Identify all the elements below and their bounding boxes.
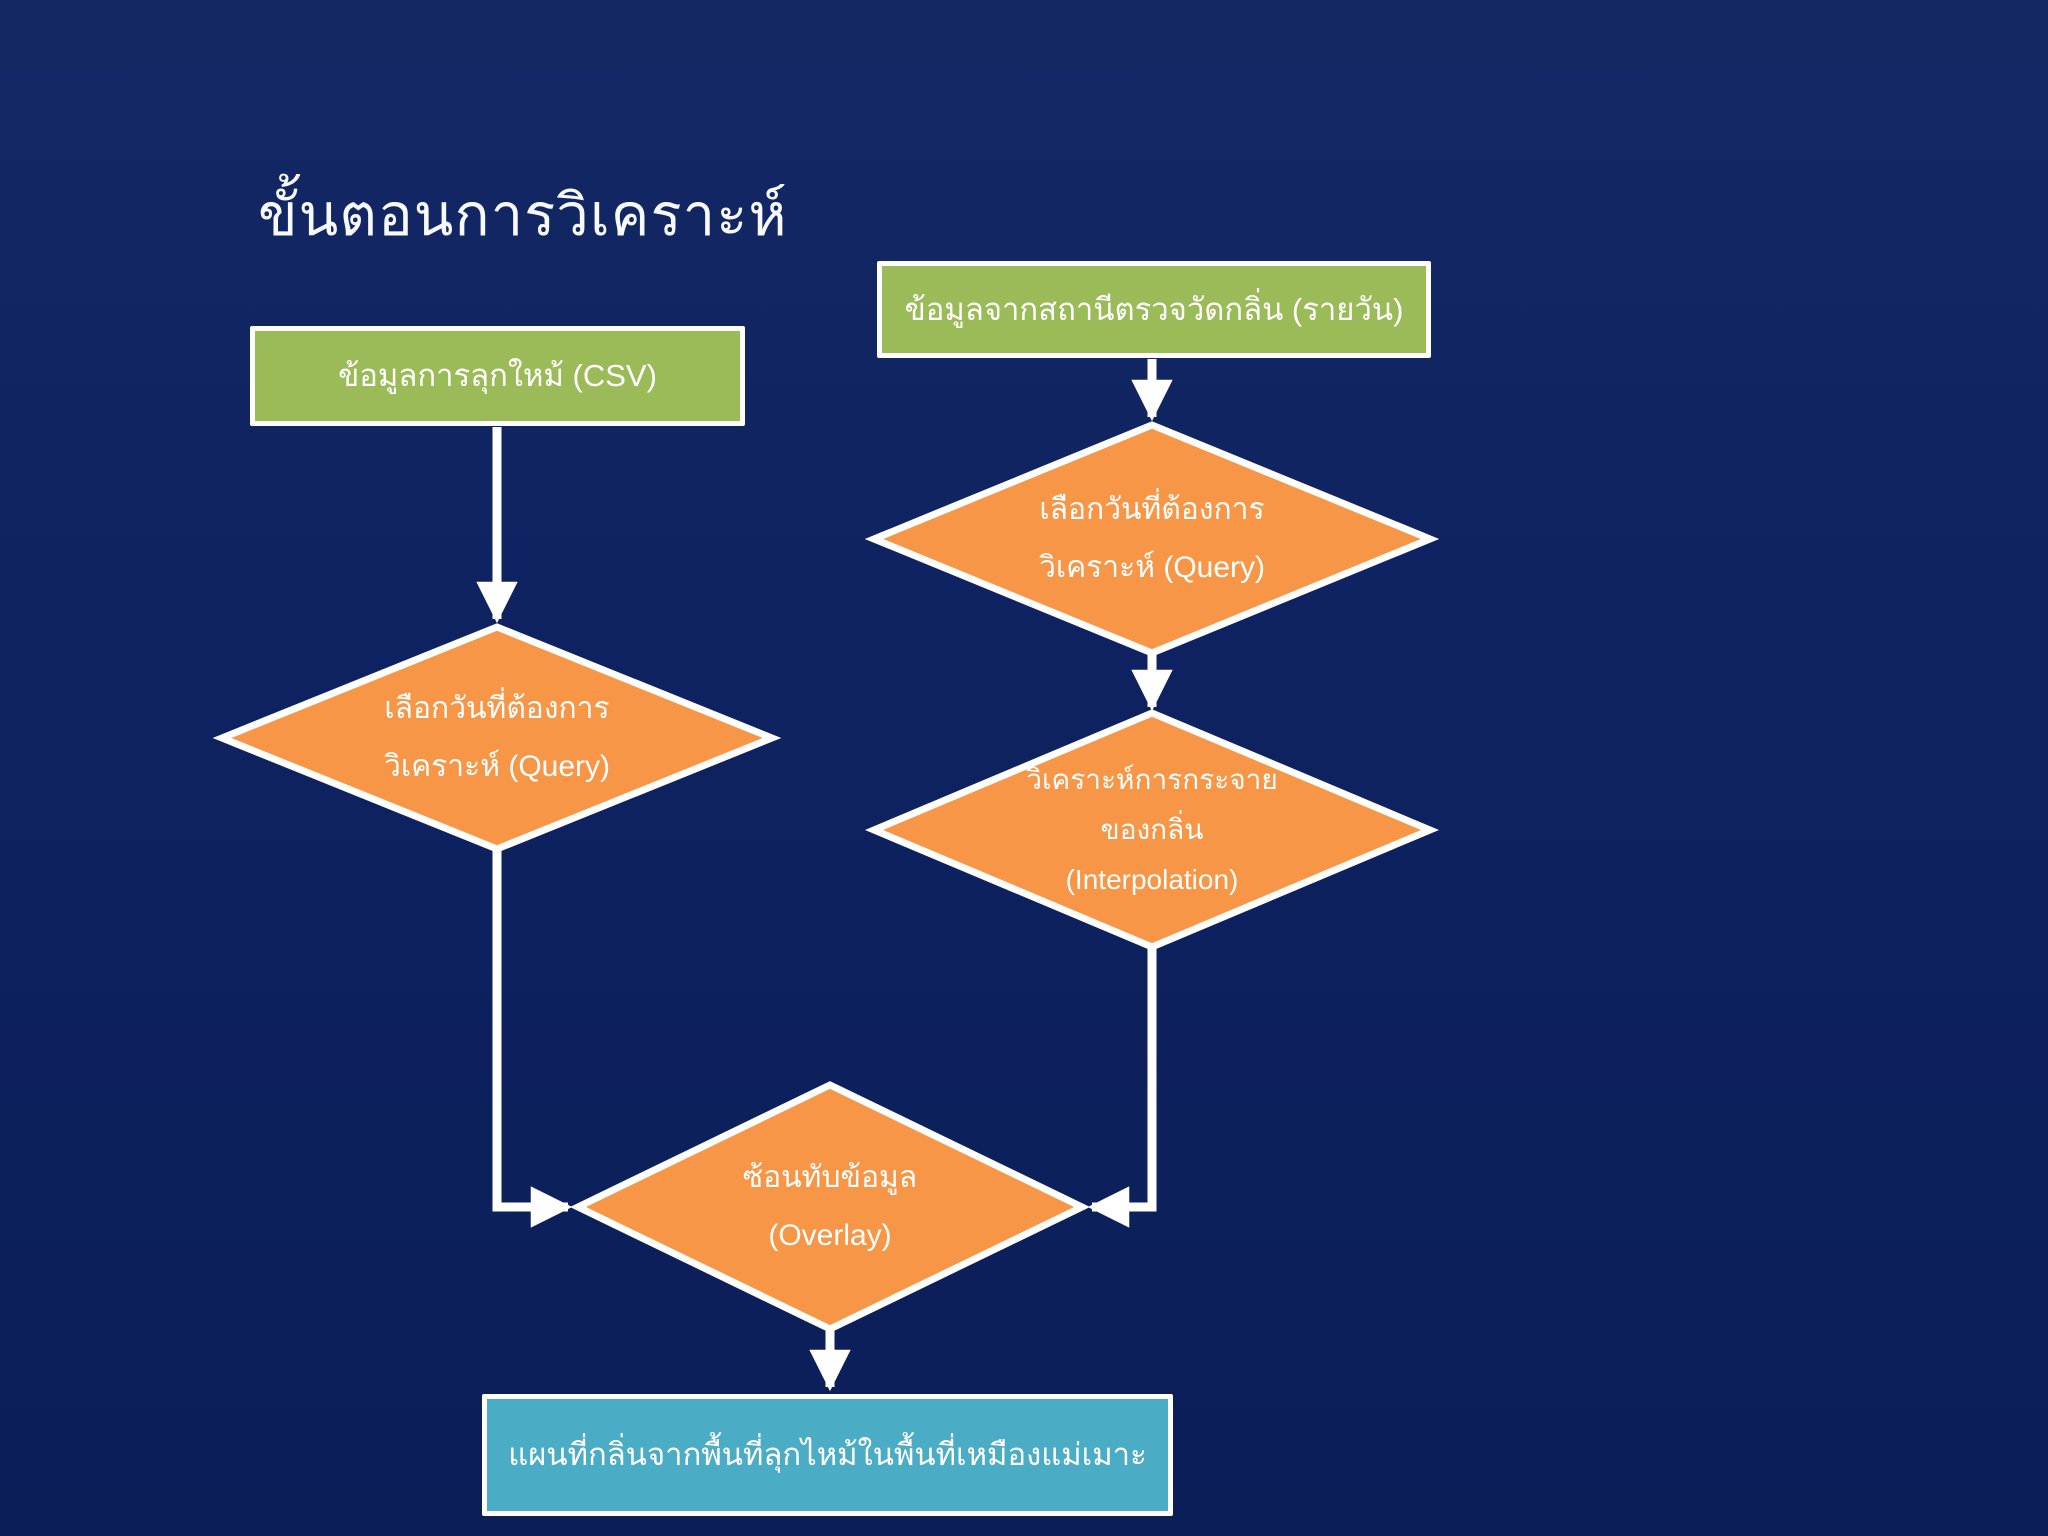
arrow-interpolation-to-overlay xyxy=(1087,947,1157,1228)
arrow-queryleft-to-overlay xyxy=(492,851,573,1228)
slide-title: ขั้นตอนการวิเคราะห์ xyxy=(258,183,788,248)
node-fire-data-label: ข้อมูลการลุกใหม้ (CSV) xyxy=(338,358,657,394)
node-station-data: ข้อมูลจากสถานีตรวจวัดกลิ่น (รายวัน) xyxy=(877,261,1431,358)
node-station-data-label: ข้อมูลจากสถานีตรวจวัดกลิ่น (รายวัน) xyxy=(904,291,1404,327)
diamond-query-left xyxy=(212,623,782,853)
diamond-overlay xyxy=(569,1081,1091,1333)
node-result-label: แผนที่กลิ่นจากพื้นที่ลุกไหม้ในพื้นที่เหม… xyxy=(508,1437,1147,1473)
node-result: แผนที่กลิ่นจากพื้นที่ลุกไหม้ในพื้นที่เหม… xyxy=(482,1394,1173,1516)
node-fire-data: ข้อมูลการลุกใหม้ (CSV) xyxy=(250,326,745,426)
diamond-query-right xyxy=(864,421,1440,657)
diamond-interpolation xyxy=(864,709,1440,951)
